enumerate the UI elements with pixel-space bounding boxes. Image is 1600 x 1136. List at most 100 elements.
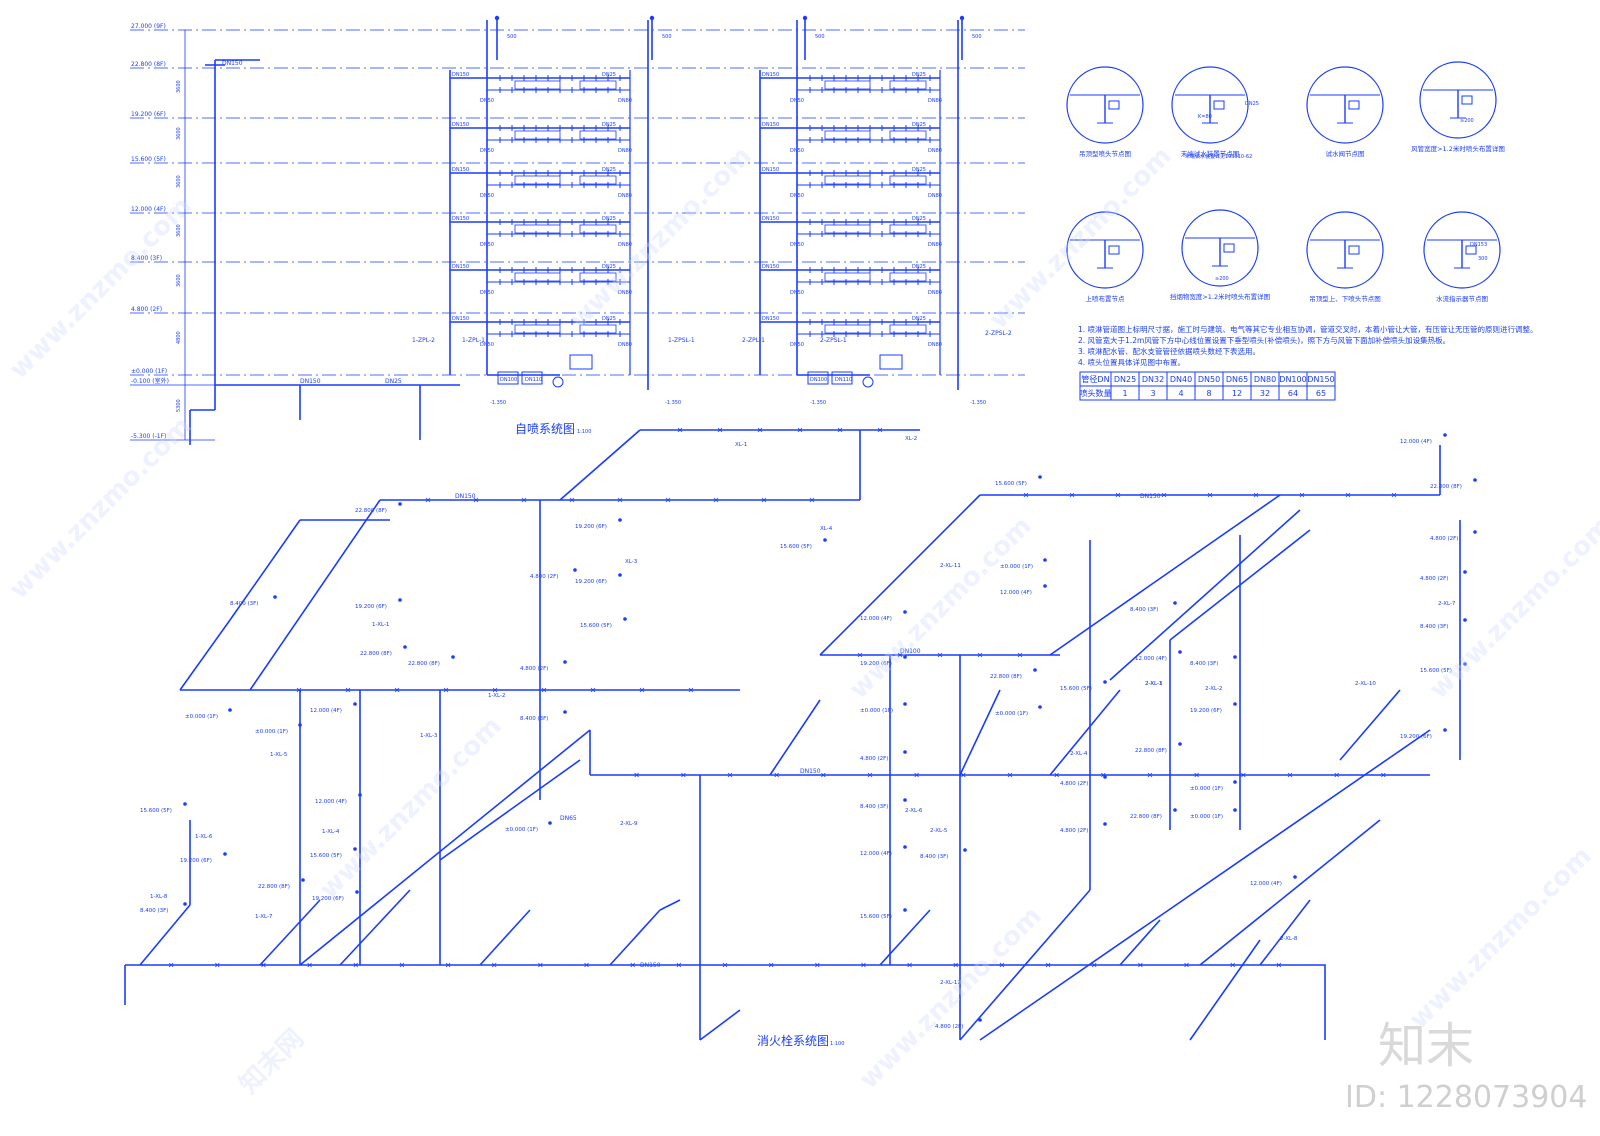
section-elev: -1.350 <box>970 400 986 406</box>
elevation-label: 15.600 (5F) <box>780 544 812 550</box>
riser-label: 1-XL-1 <box>372 622 389 628</box>
elevation-label: 22.800 (8F) <box>360 651 392 657</box>
valve-mark <box>907 962 912 968</box>
hydrant-symbol <box>398 598 402 602</box>
detail-fitting <box>1348 245 1360 255</box>
elevation-label: 19.200 (6F) <box>355 604 387 610</box>
valve-tag-box <box>514 130 561 140</box>
pipe-size-label: DN50 <box>790 98 804 104</box>
valve-tag-box <box>824 175 871 185</box>
detail-caption: 挡烟物宽度>1.2米时喷头布置详图 <box>1170 292 1270 301</box>
valve-mark <box>445 962 451 968</box>
riser-size-label: 500 <box>507 34 517 40</box>
detail-fitting <box>1461 95 1473 105</box>
detail-fitting <box>1465 245 1477 255</box>
valve-mark <box>1391 492 1397 498</box>
valve-mark <box>1299 492 1305 498</box>
valve-mark <box>617 497 623 503</box>
elevation-label: 8.400 (3F) <box>1130 607 1158 613</box>
hydrant-symbol <box>903 798 907 802</box>
pipe-size-label: DN25 <box>912 316 926 322</box>
riser-label: 1-XL-4 <box>322 829 340 835</box>
valve-mark <box>809 497 815 503</box>
pipe-size-label: DN50 <box>790 148 804 154</box>
elevation-label: 4.800 (2F) <box>860 756 888 762</box>
valve-mark <box>425 497 431 503</box>
pipe-size-label: DN50 <box>480 148 494 154</box>
riser-cap <box>649 15 655 21</box>
valve-mark <box>1345 492 1351 498</box>
valve-mark <box>914 772 919 778</box>
sprinkler-system-diagram: 27.000 (9F)22.800 (8F)19.200 (6F)15.600 … <box>130 15 1025 445</box>
hydrant-symbol <box>903 750 907 754</box>
riser-label: 1-XL-2 <box>488 693 505 699</box>
detail-sub-label: DN153 <box>1470 242 1487 248</box>
table-header-cell: 管径DN <box>1081 374 1109 384</box>
hydrant-symbol <box>1233 702 1237 706</box>
riser-label: 2-XL-9 <box>620 821 638 827</box>
valve-mark <box>977 652 983 658</box>
floor-level-label: -0.100 (室外) <box>131 377 169 385</box>
table-header-cell: DN32 <box>1142 375 1164 384</box>
watermark-text: www.znzmo.com <box>854 901 1048 1095</box>
valve-tag-box <box>579 130 617 140</box>
pipe-size-label: DN150 <box>452 72 469 78</box>
flow-switch-box <box>497 371 519 385</box>
riser-label: 1-XL-3 <box>420 733 438 739</box>
detail-circle <box>1419 61 1497 139</box>
story-height-label: 3600 <box>176 175 182 188</box>
pipe-size-label: DN110 <box>525 377 542 383</box>
valve-mark <box>634 772 639 778</box>
riser-size-label: 500 <box>972 34 982 40</box>
alarm-valve-box <box>879 354 903 370</box>
elevation-label: 8.400 (3F) <box>860 804 888 810</box>
pipe-size-label: DN100 <box>500 377 517 383</box>
pipe-size-label: DN25 <box>912 122 926 128</box>
pipe-size-label: DN150 <box>640 962 661 969</box>
pump-symbol <box>862 376 874 388</box>
riser-label: 1-XL-6 <box>195 834 213 840</box>
sprinkler-scale: 1:100 <box>577 429 591 435</box>
pipe-size-label: DN25 <box>912 72 926 78</box>
note-line: 2. 风管宽大于1.2m风管下方中心线位置设置下垂型喷头(补偿喷头)，照下方与风… <box>1078 335 1450 345</box>
valve-mark <box>168 962 174 968</box>
valve-tag-box <box>889 175 927 185</box>
valve-mark <box>307 962 312 968</box>
pipe-size-label: DN25 <box>602 316 616 322</box>
table-cell: 8 <box>1206 389 1211 398</box>
elevation-label: 4.800 (2F) <box>520 666 548 672</box>
valve-mark <box>821 772 826 778</box>
valve-mark <box>1241 772 1246 778</box>
elevation-label: ±0.000 (1F) <box>1000 564 1033 570</box>
detail-caption: 风管宽度>1.2米时喷头布置详图 <box>1411 144 1505 153</box>
pipe-size-label: DN80 <box>928 98 942 104</box>
valve-mark <box>473 497 479 503</box>
elevation-label: ±0.000 (1F) <box>505 827 538 833</box>
valve-mark <box>1023 492 1029 498</box>
pipe-size-label: DN80 <box>928 290 942 296</box>
elevation-label: ±0.000 (1F) <box>1190 814 1223 820</box>
elevation-label: 12.000 (4F) <box>860 851 892 857</box>
table-header-cell: DN50 <box>1198 375 1220 384</box>
hydrant-symbol <box>273 595 277 599</box>
pipe-size-label: DN80 <box>618 342 632 348</box>
valve-mark <box>1138 962 1143 968</box>
riser-label: 2-XL-11 <box>940 563 961 569</box>
valve-mark <box>353 962 359 968</box>
pipe-size-label: DN65 <box>560 815 577 822</box>
flow-switch-box <box>831 371 853 385</box>
hydrant-symbol <box>623 617 627 621</box>
elevation-label: 12.000 (4F) <box>1135 656 1167 662</box>
pipe-size-label: DN25 <box>912 264 926 270</box>
hydrant-symbol <box>903 845 907 849</box>
valve-mark <box>867 772 873 778</box>
riser-label: 2-XL-4 <box>1070 751 1088 757</box>
hydrant-symbol <box>1178 650 1182 654</box>
pipe-size-label: DN150 <box>452 264 469 270</box>
pipe-size-label: DN80 <box>618 242 632 248</box>
pipe-size-label: DN50 <box>480 98 494 104</box>
pipe-size-label: DN100 <box>900 648 921 655</box>
hydrant-symbol <box>1103 680 1107 684</box>
